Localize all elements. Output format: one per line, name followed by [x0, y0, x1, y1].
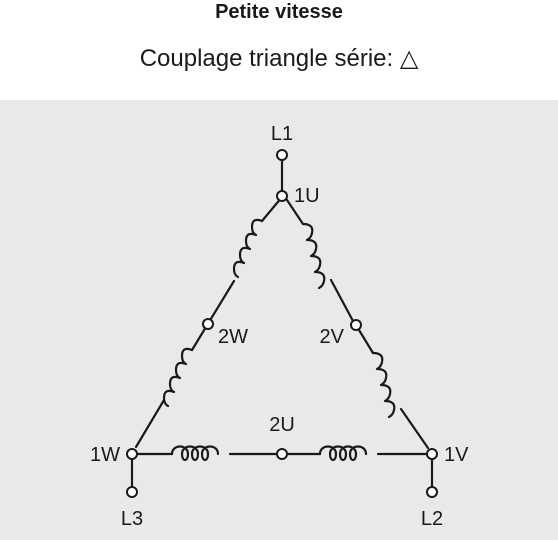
winding-wire	[357, 328, 375, 355]
label-l1: L1	[271, 123, 293, 145]
diagram-title: Petite vitesse	[215, 1, 343, 23]
terminal-2w	[202, 318, 214, 330]
winding-wire	[190, 325, 208, 352]
label-1v: 1V	[444, 444, 469, 466]
terminal-l3	[126, 486, 138, 498]
terminal-2v	[350, 319, 362, 331]
label-l2: L2	[421, 508, 443, 530]
winding-coil	[318, 445, 368, 462]
label-l3: L3	[121, 508, 143, 530]
label-2w: 2W	[218, 326, 248, 348]
terminal-l2	[426, 486, 438, 498]
wiring-panel	[0, 100, 558, 540]
winding-coil	[301, 222, 326, 290]
winding-coil	[170, 445, 220, 462]
winding-wire	[399, 407, 430, 450]
terminal-1w	[126, 448, 138, 460]
winding-wire	[134, 398, 166, 449]
winding-wire	[329, 278, 355, 323]
winding-coil	[371, 351, 396, 419]
label-1u: 1U	[294, 185, 320, 207]
winding-coil	[232, 218, 264, 279]
label-1w: 1W	[90, 444, 120, 466]
winding-coil	[162, 347, 194, 408]
winding-wire	[283, 195, 305, 226]
terminal-l1	[276, 149, 288, 161]
label-2v: 2V	[320, 326, 345, 348]
diagram-subtitle: Couplage triangle série: △	[139, 45, 419, 72]
winding-wire	[207, 279, 236, 324]
terminal-1u	[276, 190, 288, 202]
terminal-2u	[276, 448, 288, 460]
winding-wire	[260, 195, 284, 223]
terminal-1v	[426, 448, 438, 460]
label-2u: 2U	[269, 414, 295, 436]
